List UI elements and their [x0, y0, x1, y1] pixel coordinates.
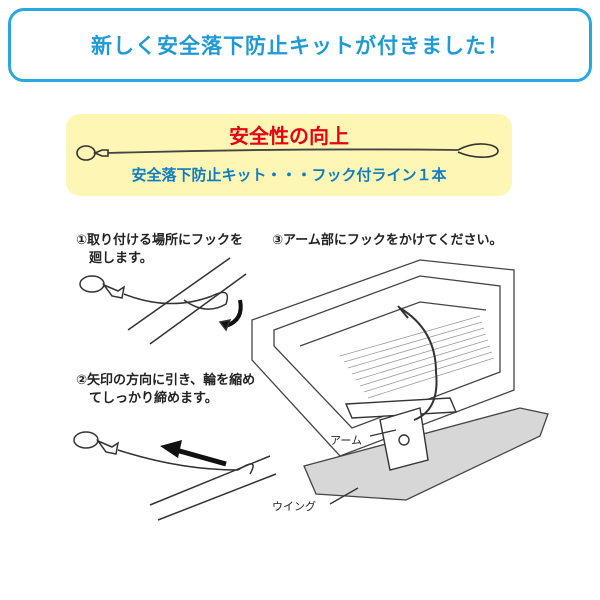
- feature-box: 安全性の向上 安全落下防止キット・・・フック付ライン１本: [66, 114, 512, 196]
- safety-wire: [399, 307, 438, 421]
- pull-arrow-icon: [160, 440, 227, 467]
- vent-grille: [339, 315, 495, 399]
- banner-title: 新しく安全落下防止キットが付きました！: [91, 33, 509, 58]
- step-1-illustration: [79, 257, 247, 345]
- step-1-text: ①取り付ける場所にフックを 廻します。: [76, 233, 244, 266]
- kit-description: 安全落下防止キット・・・フック付ライン１本: [131, 166, 447, 184]
- cable-line: [107, 148, 459, 154]
- step-2-text: ②矢印の方向に引き、輪を縮め てしっかり締めます。: [76, 373, 256, 406]
- step-2-illustration: [73, 431, 277, 521]
- step-3-text: ③アーム部にフックをかけてください。: [272, 233, 503, 248]
- hook-line-illustration: [76, 143, 499, 161]
- title-banner: 新しく安全落下防止キットが付きました！: [8, 8, 592, 82]
- arm-callout: アーム: [330, 434, 363, 447]
- arm: [344, 397, 458, 471]
- loop-end-icon: [457, 143, 499, 158]
- feature-heading: 安全性の向上: [229, 124, 349, 148]
- wing-callout: ウイング: [272, 500, 316, 513]
- step-3-illustration: [251, 259, 549, 505]
